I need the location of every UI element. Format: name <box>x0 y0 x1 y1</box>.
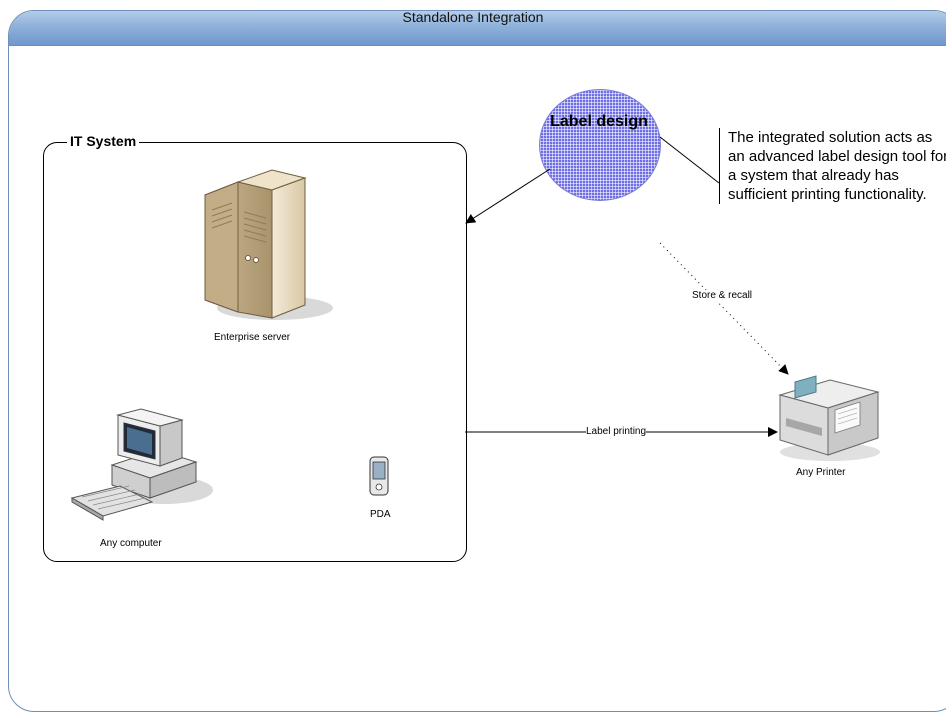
it-system-label: IT System <box>67 133 140 149</box>
callout-note: The integrated solution acts as an advan… <box>719 128 946 204</box>
label-design-label: Label design <box>550 113 648 130</box>
it-system-box <box>43 142 467 562</box>
diagram-title: Standalone Integration <box>402 9 544 25</box>
computer-label: Any computer <box>100 538 162 549</box>
server-label: Enterprise server <box>214 332 291 343</box>
label-printing-label: Label printing <box>586 426 647 437</box>
label-design-node <box>539 89 661 201</box>
printer-label: Any Printer <box>796 467 846 478</box>
pda-label: PDA <box>370 509 391 520</box>
store-recall-label: Store & recall <box>692 290 753 301</box>
frame-header <box>9 11 946 46</box>
diagram-frame <box>8 10 946 712</box>
